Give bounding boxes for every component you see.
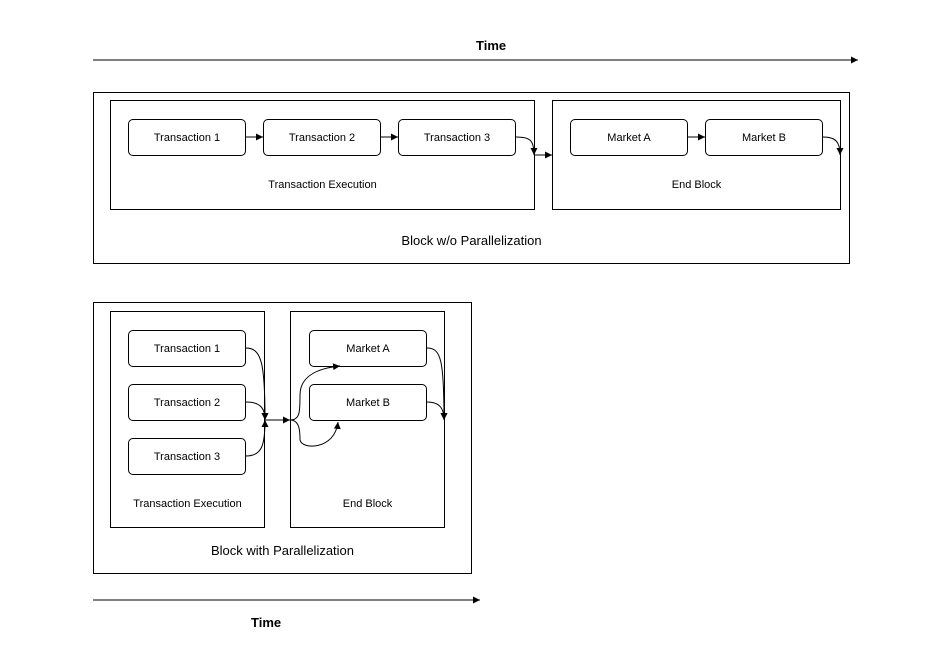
top-transaction-1-node: Transaction 1 — [128, 119, 246, 156]
bottom-execution-label: Transaction Execution — [133, 498, 242, 510]
top-execution-label: Transaction Execution — [268, 179, 377, 191]
bottom-time-label: Time — [251, 615, 282, 630]
top-block-label: Block w/o Parallelization — [401, 233, 542, 248]
top-market-b-node: Market B — [705, 119, 823, 156]
bottom-block-frame — [93, 302, 472, 574]
top-transaction-2-node: Transaction 2 — [263, 119, 381, 156]
top-transaction-3-node: Transaction 3 — [398, 119, 516, 156]
top-market-a-node: Market A — [570, 119, 688, 156]
bottom-transaction-1-node: Transaction 1 — [128, 330, 246, 367]
bottom-transaction-3-node: Transaction 3 — [128, 438, 246, 475]
bottom-market-b-node: Market B — [309, 384, 427, 421]
top-execution-frame — [110, 100, 535, 210]
bottom-market-a-node: Market A — [309, 330, 427, 367]
top-block-frame — [93, 92, 850, 264]
bottom-block-label: Block with Parallelization — [210, 543, 355, 558]
bottom-transaction-2-node: Transaction 2 — [128, 384, 246, 421]
top-time-label: Time — [476, 38, 507, 53]
top-end-block-label: End Block — [671, 179, 722, 191]
top-end-block-frame — [552, 100, 841, 210]
bottom-end-block-label: End Block — [342, 498, 393, 510]
